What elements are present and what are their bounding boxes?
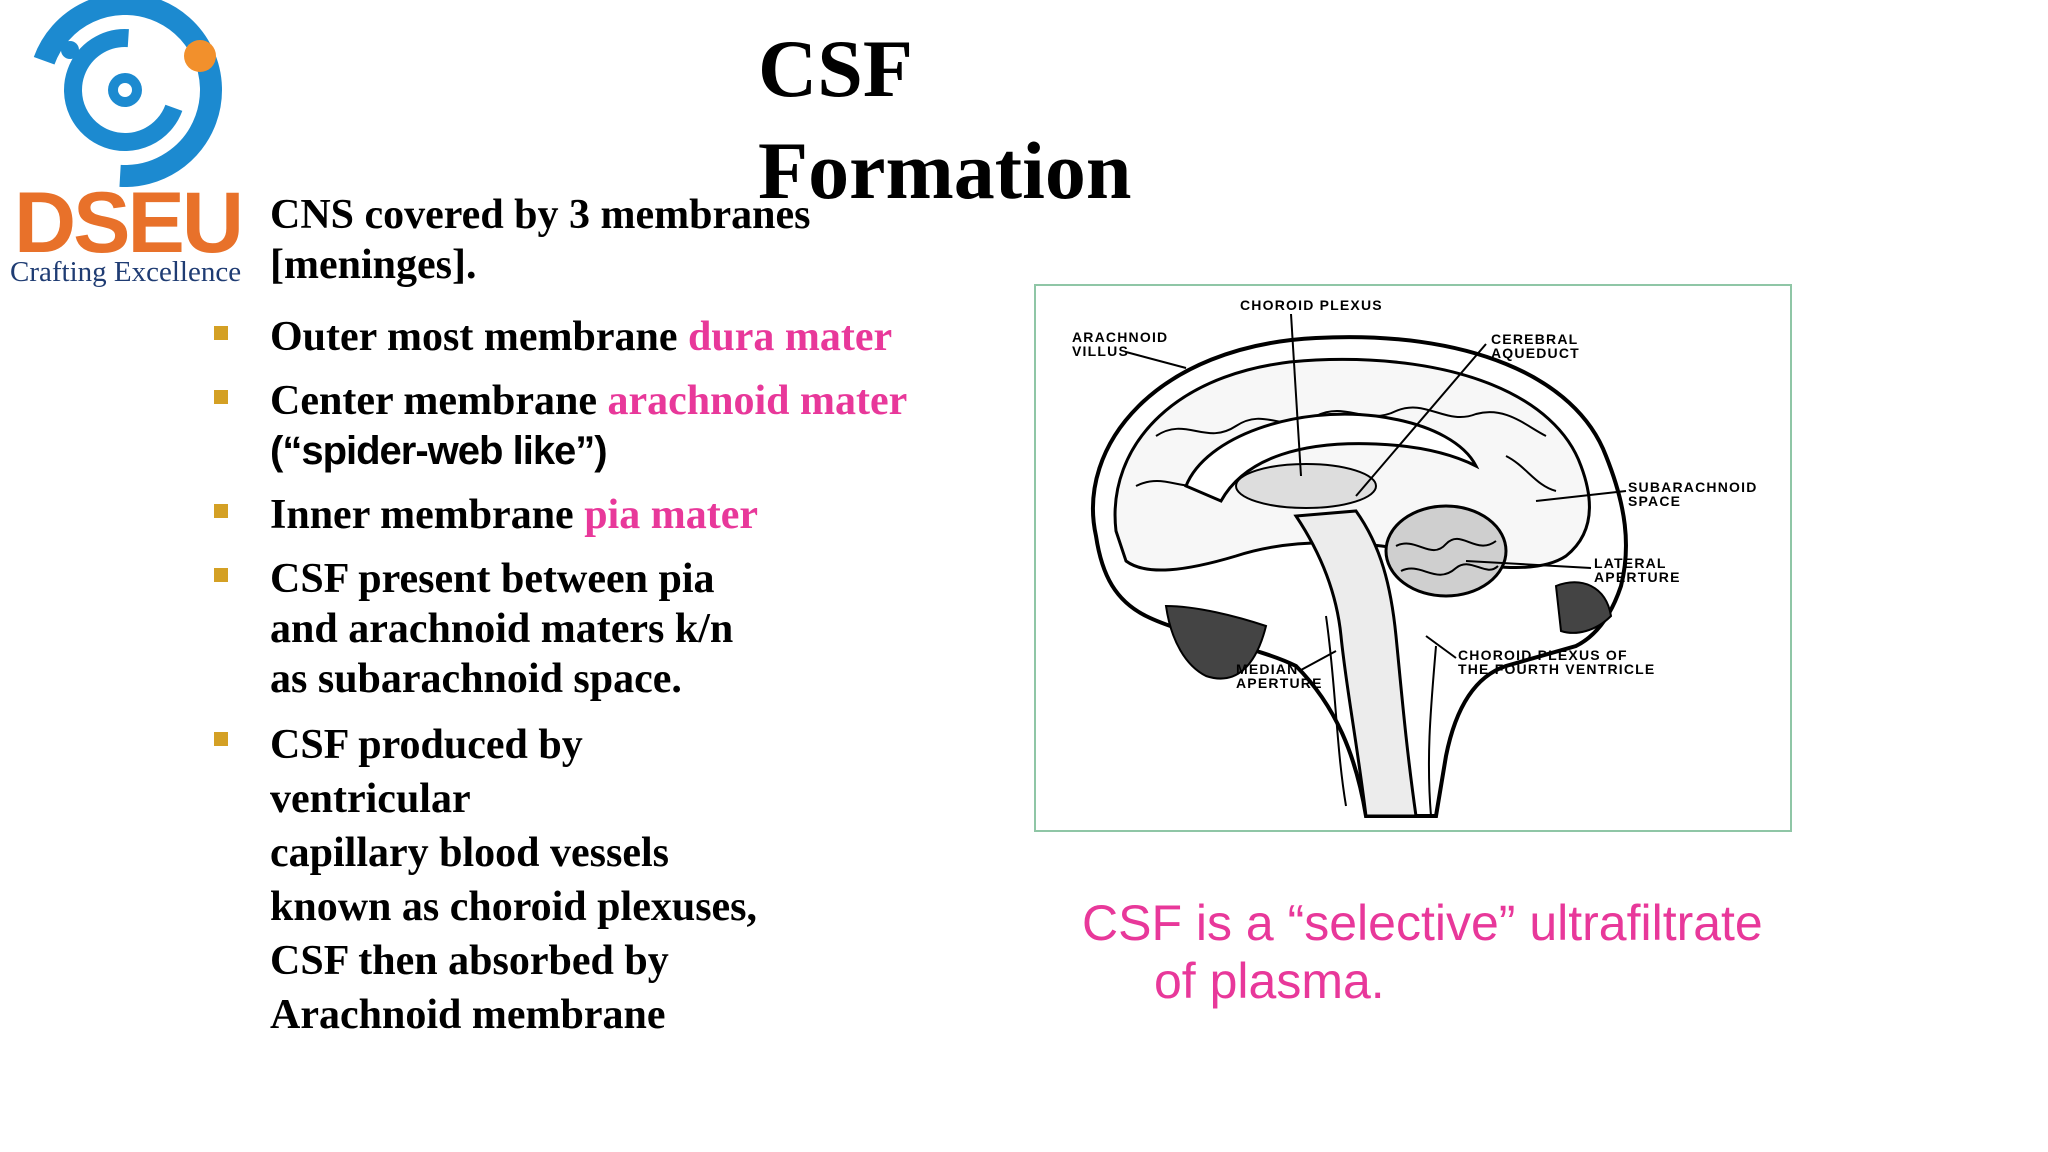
label-arachnoid-villus-2: VILLUS: [1072, 343, 1129, 359]
bullet-extra: (“spider-web like”): [270, 429, 608, 473]
square-bullet-icon: [214, 732, 228, 746]
logo-wordmark: DSEU: [14, 175, 244, 271]
label-choroid-fourth-1: CHOROID PLEXUS OF: [1458, 647, 1628, 663]
label-subarachnoid-space-1: SUBARACHNOID: [1628, 479, 1758, 495]
label-choroid-fourth-2: THE FOURTH VENTRICLE: [1458, 661, 1655, 677]
bullet-highlight: dura mater: [687, 314, 893, 360]
slide-title: CSF Formation: [758, 18, 1131, 222]
bullet-line: ventricular: [270, 776, 471, 822]
brain-csf-diagram: CHOROID PLEXUS ARACHNOID VILLUS CEREBRAL…: [1034, 284, 1792, 832]
bullet-item: Inner membrane pia mater: [210, 490, 1010, 540]
bullet-line: capillary blood vessels: [270, 830, 670, 876]
label-cerebral-aqueduct-1: CEREBRAL: [1491, 331, 1578, 347]
dseu-logo-mark: [27, 0, 222, 187]
bullet-line: CSF then absorbed by: [270, 938, 669, 984]
label-lateral-aperture-1: LATERAL: [1594, 555, 1667, 571]
slide-body: CNS covered by 3 membranes [meninges]. O…: [210, 190, 1010, 1056]
diagram-caption: CSF is a “selective” ultrafiltrate of pl…: [1082, 894, 1802, 1010]
bullet-text: Center membrane: [270, 378, 608, 424]
intro-line-2: [meninges].: [270, 242, 477, 288]
square-bullet-icon: [214, 390, 228, 404]
label-subarachnoid-space-2: SPACE: [1628, 493, 1681, 509]
intro-line-1: CNS covered by 3 membranes: [270, 192, 811, 238]
bullet-line: Arachnoid membrane: [270, 992, 666, 1038]
caption-line-2: of plasma.: [1154, 953, 1385, 1009]
bullet-line: CSF produced by: [270, 722, 583, 768]
bullet-line: and arachnoid maters k/n: [270, 606, 734, 652]
bullet-list: Outer most membrane dura mater Center me…: [210, 312, 1010, 1042]
square-bullet-icon: [214, 568, 228, 582]
bullet-line: CSF present between pia: [270, 556, 715, 602]
label-median-aperture-2: APERTURE: [1236, 675, 1323, 691]
bullet-item: CSF present between pia and arachnoid ma…: [210, 554, 1010, 704]
intro-text: CNS covered by 3 membranes [meninges].: [270, 190, 1010, 290]
square-bullet-icon: [214, 504, 228, 518]
bullet-item: Outer most membrane dura mater: [210, 312, 1010, 362]
bullet-item: CSF produced by ventricular capillary bl…: [210, 718, 1010, 1042]
bullet-highlight: arachnoid mater: [607, 378, 908, 424]
bullet-item: Center membrane arachnoid mater (“spider…: [210, 376, 1010, 476]
title-line-2: Formation: [758, 125, 1132, 216]
dseu-logo: DSEU Crafting Excellence: [0, 0, 250, 300]
bullet-text: Outer most membrane: [270, 314, 688, 360]
label-arachnoid-villus-1: ARACHNOID: [1072, 329, 1168, 345]
bullet-text: Inner membrane: [270, 492, 585, 538]
title-line-1: CSF: [758, 23, 913, 114]
label-choroid-plexus: CHOROID PLEXUS: [1240, 297, 1383, 313]
caption-line-1: CSF is a “selective” ultrafiltrate: [1082, 895, 1763, 951]
brain-sagittal-illustration: CHOROID PLEXUS ARACHNOID VILLUS CEREBRAL…: [1072, 297, 1758, 818]
square-bullet-icon: [214, 326, 228, 340]
label-cerebral-aqueduct-2: AQUEDUCT: [1491, 345, 1580, 361]
label-lateral-aperture-2: APERTURE: [1594, 569, 1681, 585]
bullet-highlight: pia mater: [584, 492, 758, 538]
bullet-line: as subarachnoid space.: [270, 656, 682, 702]
logo-tagline: Crafting Excellence: [10, 256, 242, 288]
label-median-aperture-1: MEDIAN: [1236, 661, 1298, 677]
bullet-line: known as choroid plexuses,: [270, 884, 758, 930]
